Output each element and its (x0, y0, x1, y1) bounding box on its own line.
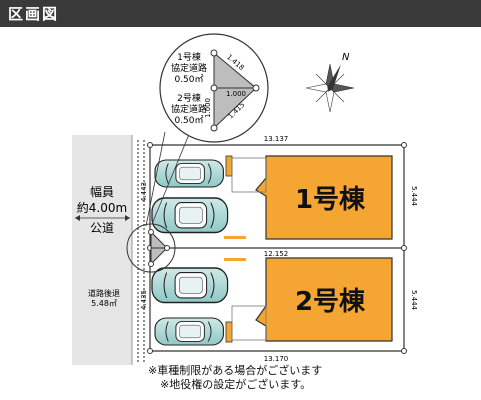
road-dim-lower: 4.435 (140, 290, 148, 310)
header-bar: 区画図 (0, 0, 481, 27)
lot2-dim-bottom: 13.170 (264, 355, 289, 363)
lot2-name: 2号棟 (295, 287, 366, 317)
setback-area: 5.48㎡ (91, 299, 117, 308)
compass-north-label: N (342, 52, 350, 63)
inset-label1-a: 1号棟 (177, 51, 201, 63)
car-1 (154, 159, 224, 188)
inset-label2-a: 2号棟 (177, 92, 201, 104)
inset-label2-c: 0.50㎡ (174, 115, 203, 126)
lot1-building (255, 155, 393, 240)
lot1-dim-side: 5.444 (410, 186, 418, 207)
page-title: 区画図 (8, 5, 60, 23)
lot2-dim-side: 5.444 (410, 290, 418, 311)
note-line-1: ※車種制限がある場合がございます (148, 364, 323, 377)
inset-dim-vert: 1.000 (204, 98, 212, 118)
car-3 (151, 267, 229, 304)
road-width-label: 幅員 (90, 184, 114, 199)
lot1-dim-top: 13.137 (264, 135, 289, 143)
public-road (72, 135, 132, 365)
inset-dim-horiz: 1.000 (226, 90, 246, 98)
inset-label1-b: 協定道路 (171, 62, 207, 74)
road-type-label: 公道 (90, 221, 114, 235)
note-line-2: ※地役権の設定がございます。 (160, 378, 312, 391)
compass-icon (305, 63, 355, 113)
car-4 (154, 317, 224, 346)
notes: ※車種制限がある場合がございます ※地役権の設定がございます。 (148, 364, 322, 392)
road-dim-upper: 4.443 (140, 182, 148, 202)
lot1-dim-mid: 12.152 (264, 250, 289, 258)
inset-label2-b: 協定道路 (171, 103, 207, 115)
lot1-name: 1号棟 (295, 185, 366, 215)
setback-label: 道路後退 (88, 288, 120, 298)
road-width-value: 約4.00m (77, 200, 127, 215)
inset-label1-c: 0.50㎡ (174, 74, 203, 85)
